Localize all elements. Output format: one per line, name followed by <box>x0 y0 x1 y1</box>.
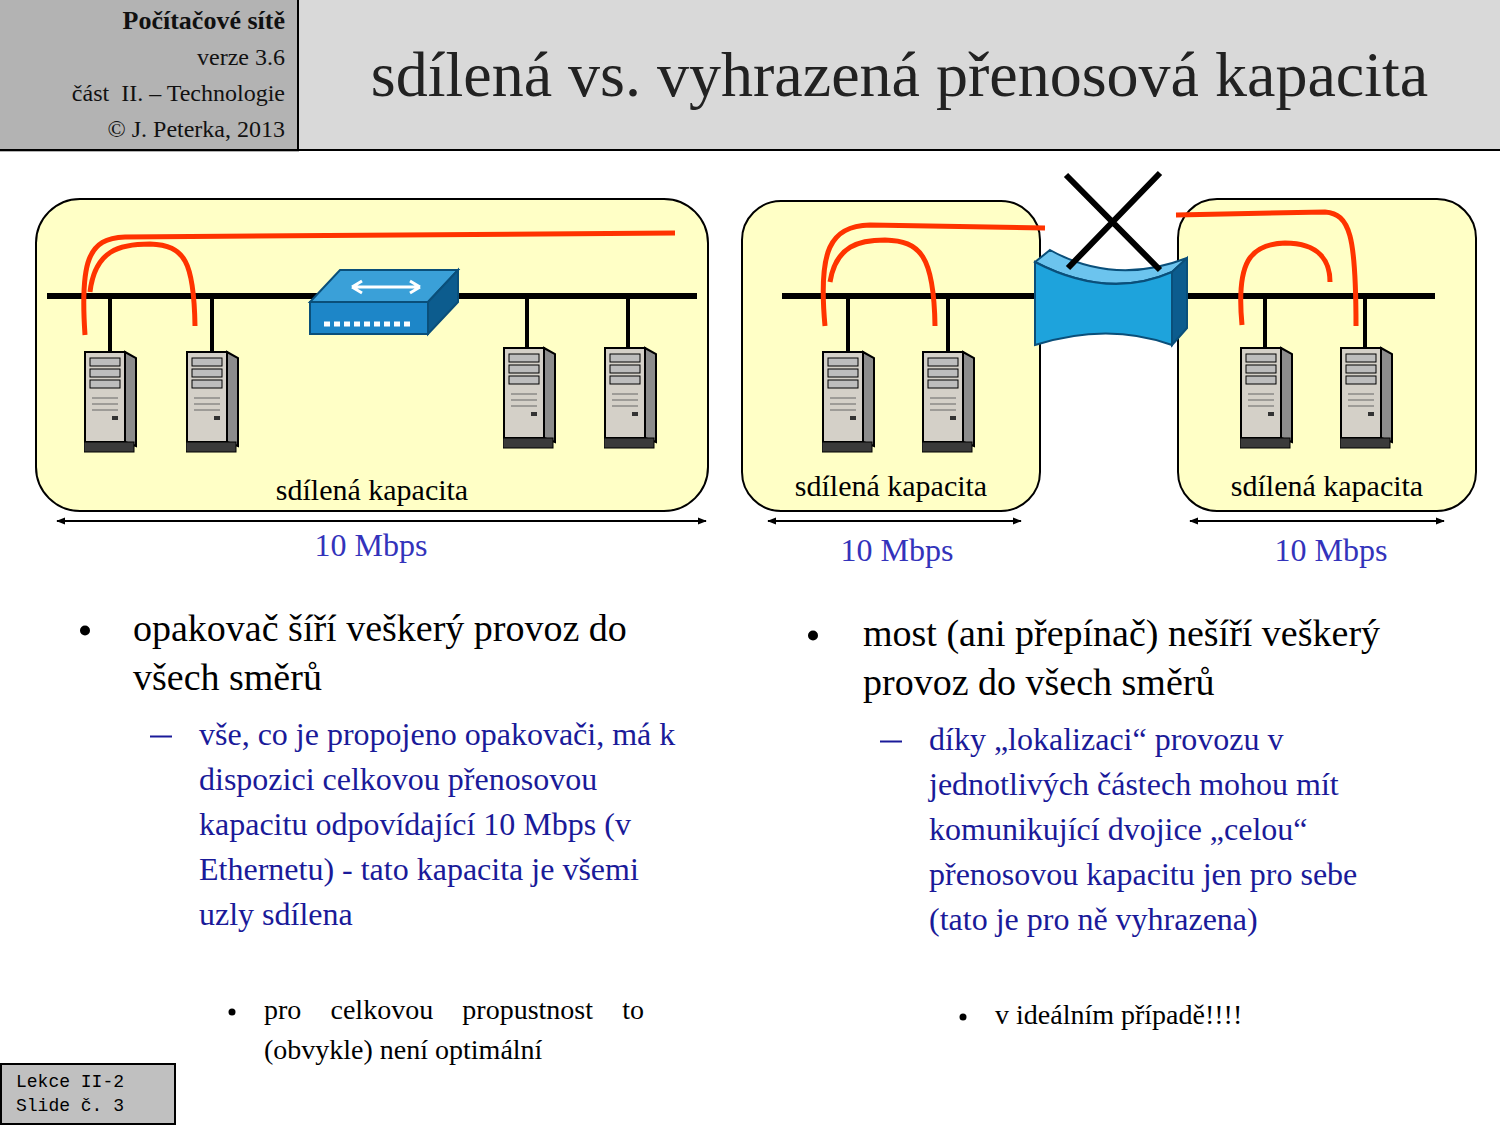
node-text: verze 3.6 <box>197 39 285 75</box>
computer-icon <box>1240 348 1292 448</box>
node-heading: sdílená kapacita <box>795 466 987 506</box>
drop-line <box>946 296 950 352</box>
node-heading: Počítačové sítě <box>123 3 285 39</box>
traffic-path <box>84 233 675 335</box>
computer-icon <box>1340 348 1392 448</box>
bullet-dot <box>229 1009 236 1016</box>
bandwidth-label: 10 Mbps <box>271 526 471 564</box>
traffic-path <box>90 244 195 326</box>
drop-line <box>108 296 112 352</box>
computer-icon <box>604 348 656 448</box>
node-heading: sdílená kapacita <box>1231 466 1423 506</box>
bullet-text: opakovač šíří veškerý provoz do všech sm… <box>133 604 653 702</box>
blocked-cross <box>1066 173 1160 270</box>
computer-icon <box>822 352 874 452</box>
drop-line <box>846 296 850 352</box>
dimension-line <box>57 520 706 522</box>
header-rule <box>0 149 1500 151</box>
node-heading: Lekce II-2 Slide č. 3 <box>16 1070 135 1118</box>
bullet-text: most (ani přepínač) nešíří veškerý provo… <box>863 609 1408 707</box>
bandwidth-label: 10 Mbps <box>1231 531 1431 569</box>
network-segment: sdílená kapacita <box>1177 198 1477 512</box>
bullet-dot <box>808 631 818 641</box>
header-box: Počítačové sítěverze 3.6část II. – Techn… <box>0 0 299 152</box>
sub-bullet-text: vše, co je propojeno opakovači, má k dis… <box>199 712 679 937</box>
traffic-path <box>830 240 935 326</box>
bus-line <box>782 293 1040 299</box>
bullet-dot <box>960 1014 967 1021</box>
note-text: pro celkovou propustnost to (obvykle) ne… <box>264 990 644 1070</box>
network-segment: sdílená kapacita <box>741 200 1041 512</box>
drop-line <box>525 296 529 350</box>
computer-icon <box>84 352 136 452</box>
dimension-line <box>1190 520 1444 522</box>
bullet-dot <box>80 626 90 636</box>
bus-line <box>47 293 697 299</box>
drop-line <box>210 296 214 352</box>
network-segment: sdílená kapacita <box>35 198 709 512</box>
dimension-line <box>768 520 1021 522</box>
drop-line <box>1363 296 1367 350</box>
node-text: část II. – Technologie <box>72 75 285 111</box>
drop-line <box>1263 296 1267 350</box>
traffic-path <box>1241 243 1330 325</box>
bullet-dash <box>880 741 902 743</box>
slide-number-box: Lekce II-2 Slide č. 3 <box>0 1063 176 1125</box>
node-heading: sdílená kapacita <box>276 470 468 510</box>
bullet-dash <box>150 736 172 738</box>
title-band: sdílená vs. vyhrazená přenosová kapacita <box>299 0 1500 149</box>
drop-line <box>626 296 630 350</box>
bus-line <box>1185 293 1435 299</box>
traffic-path <box>1176 212 1356 326</box>
traffic-path <box>823 225 1045 326</box>
sub-bullet-text: díky „lokalizaci“ provozu v jednotlivých… <box>929 717 1384 942</box>
repeater-icon <box>310 270 458 334</box>
slide-title: sdílená vs. vyhrazená přenosová kapacita <box>371 38 1428 112</box>
computer-icon <box>186 352 238 452</box>
bandwidth-label: 10 Mbps <box>797 531 997 569</box>
note-text: v ideálním případě!!!! <box>995 995 1375 1035</box>
computer-icon <box>922 352 974 452</box>
bridge-icon <box>1035 250 1187 345</box>
computer-icon <box>503 348 555 448</box>
node-text: © J. Peterka, 2013 <box>107 111 285 147</box>
